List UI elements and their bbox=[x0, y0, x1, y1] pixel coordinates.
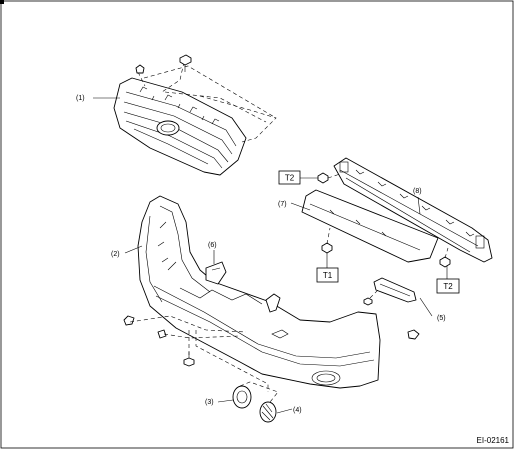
torque-box-t1 bbox=[316, 267, 339, 283]
torque-box-t2-top bbox=[278, 170, 301, 185]
callout-7: (7) bbox=[278, 201, 287, 208]
callout-7-leader bbox=[290, 202, 311, 211]
brand-emblem bbox=[156, 120, 180, 136]
callout-3-leader bbox=[217, 399, 234, 403]
bumper-reinforcement bbox=[333, 157, 493, 263]
fog-lamp-cover-left bbox=[232, 385, 252, 409]
figure-code: EI-02161 bbox=[477, 436, 510, 445]
callout-5: (5) bbox=[437, 315, 446, 322]
clip-icon bbox=[135, 64, 145, 74]
fog-lamp-cover-right bbox=[259, 401, 277, 423]
reinforcement-bolt-top-guide bbox=[327, 173, 341, 179]
callout-4-leader bbox=[276, 408, 293, 414]
side-clip-icon bbox=[407, 329, 420, 340]
reinforcement-bolt-t2-bottom bbox=[439, 256, 451, 268]
lower-clip-icon bbox=[157, 329, 167, 339]
callout-2: (2) bbox=[111, 251, 120, 258]
torque-box-t2-bottom bbox=[436, 278, 460, 294]
corner-marker-top-left bbox=[0, 0, 4, 4]
bracket-screw-guide bbox=[369, 289, 379, 299]
front-bumper bbox=[137, 195, 381, 389]
callout-8-leader bbox=[417, 196, 421, 215]
callout-3: (3) bbox=[205, 399, 214, 406]
torque-label-t1: T1 bbox=[323, 271, 333, 280]
callout-8: (8) bbox=[413, 188, 422, 195]
bumper-side-bracket bbox=[205, 261, 227, 285]
energy-absorber bbox=[301, 189, 439, 263]
callout-4: (4) bbox=[293, 407, 302, 414]
grille-screw-icon bbox=[179, 54, 192, 72]
bracket-tab bbox=[265, 293, 281, 313]
left-fastener-guide bbox=[129, 315, 247, 333]
torque-label-t2-bottom: T2 bbox=[443, 282, 453, 291]
callout-1: (1) bbox=[76, 95, 85, 102]
reinforcement-bolt-t2-guide bbox=[444, 247, 449, 259]
front-grille bbox=[113, 61, 277, 176]
reinforcement-bolt-top bbox=[317, 172, 329, 184]
torque-label-t2-top: T2 bbox=[285, 174, 295, 183]
lower-clip-guide bbox=[163, 333, 241, 339]
bottom-vertical-guide bbox=[195, 330, 269, 392]
reinforcement-bolt-t1-guide bbox=[326, 227, 331, 245]
left-fastener-icon bbox=[123, 315, 135, 326]
reinforcement-bolt-t1 bbox=[321, 242, 333, 254]
bumper-mount-bracket bbox=[373, 277, 417, 303]
callout-2-leader bbox=[124, 245, 143, 254]
callout-6: (6) bbox=[208, 242, 217, 249]
bracket-screw-icon bbox=[363, 297, 373, 306]
callout-5-leader bbox=[419, 297, 433, 317]
